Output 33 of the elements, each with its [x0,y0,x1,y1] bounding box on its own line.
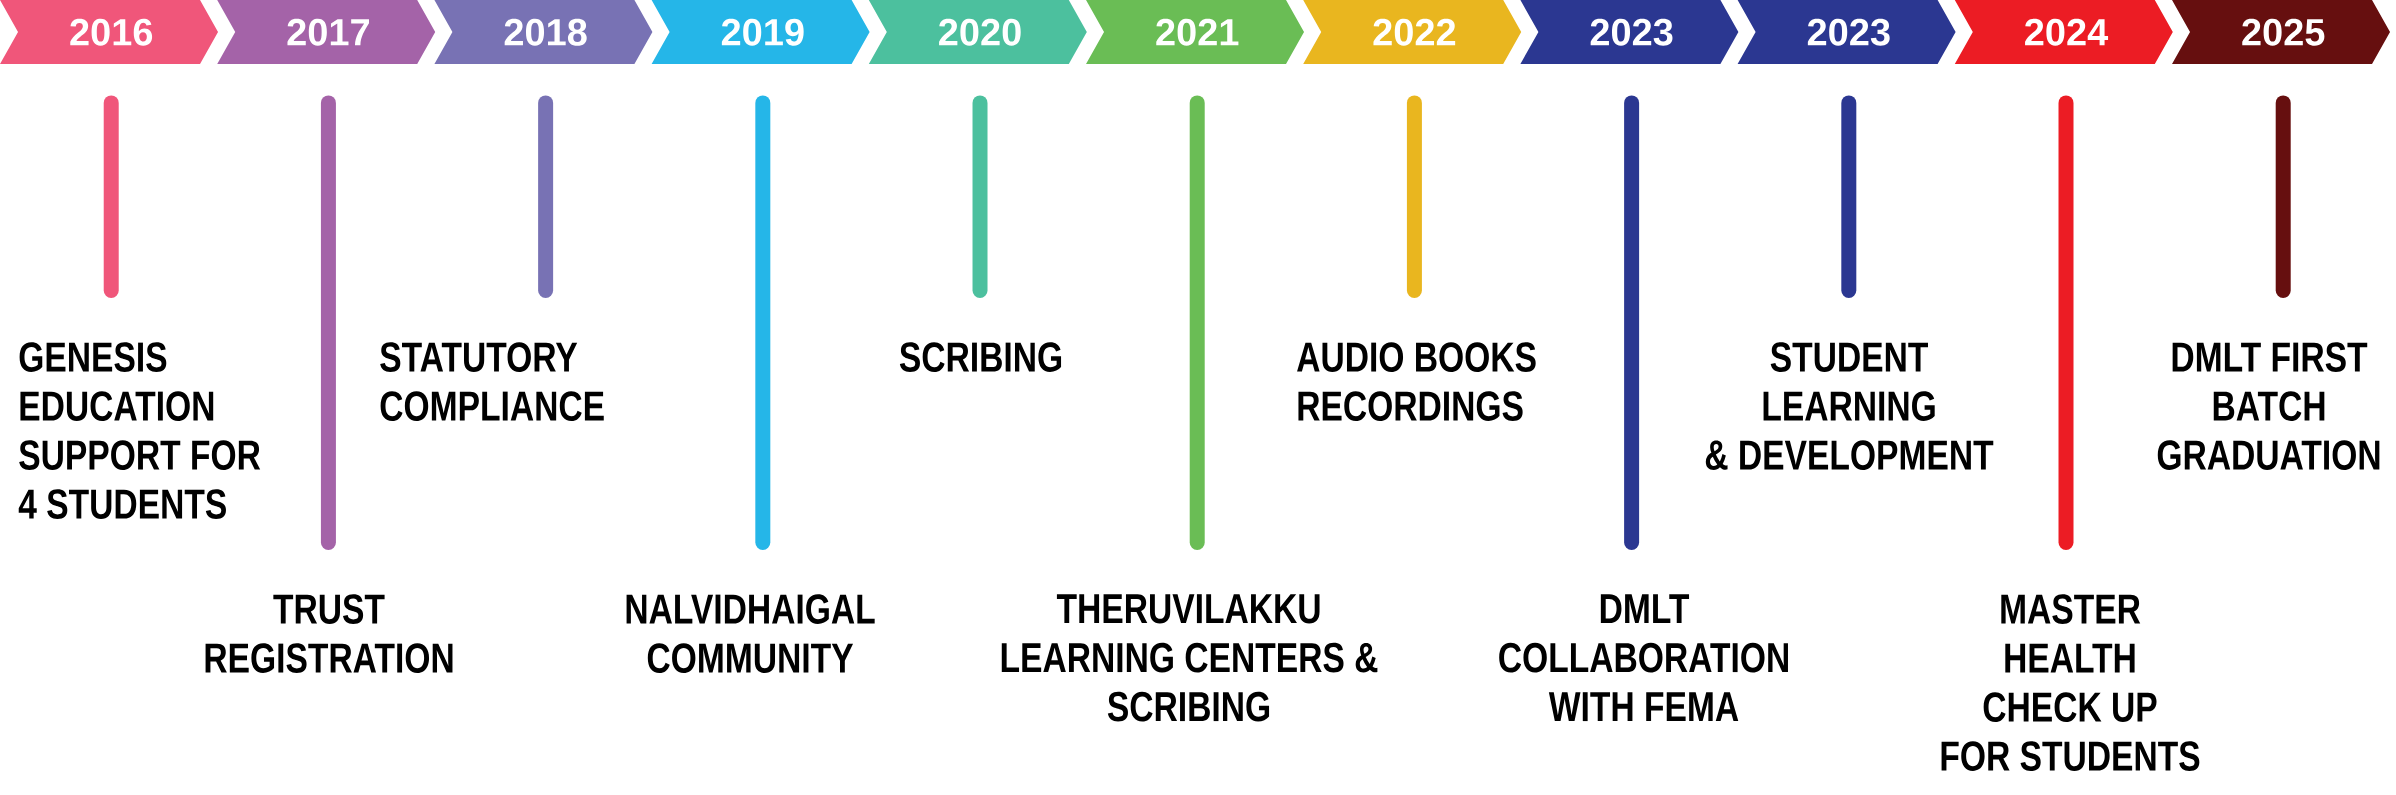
milestone-text: MASTER HEALTH CHECK UP FOR STUDENTS [1941,594,2200,771]
connector-line [2275,95,2291,298]
year-banner: 2023 [1520,0,1739,64]
milestone-text: GENESIS EDUCATION SUPPORT FOR 4 STUDENTS [18,342,261,519]
connector-line [755,95,771,550]
milestone-text: NALVIDHAIGAL COMMUNITY [626,594,875,673]
milestone-text: DMLT FIRST BATCH GRADUATION [2157,342,2380,470]
year-banner: 2020 [868,0,1087,64]
connector-line [2058,95,2074,550]
connector-line [1406,95,1422,298]
milestone-text: STATUTORY COMPLIANCE [380,342,604,421]
year-banner: 2024 [1954,0,2173,64]
year-banner: 2019 [651,0,870,64]
connector-line [972,95,988,298]
year-banner: 2017 [217,0,436,64]
connector-line [1624,95,1640,550]
connector-line [538,95,554,298]
milestone-text: DMLT COLLABORATION WITH FEMA [1499,594,1788,722]
year-banner: 2023 [1737,0,1956,64]
milestone-text: SCRIBING [899,342,1062,372]
milestone-text: TRUST REGISTRATION [205,594,453,673]
connector-line [1189,95,1205,550]
year-banner: 2016 [0,0,218,64]
milestone-text: AUDIO BOOKS RECORDINGS [1297,342,1536,421]
connector-line [103,95,119,298]
connector-line [320,95,336,550]
year-banner: 2018 [434,0,653,64]
year-banner: 2021 [1086,0,1304,64]
year-banner: 2022 [1303,0,1522,64]
milestone-text: THERUVILAKKU LEARNING CENTERS & SCRIBING [1001,594,1378,722]
milestone-text: STUDENT LEARNING & DEVELOPMENT [1705,342,1994,470]
year-banner: 2025 [2172,0,2390,64]
connector-line [1841,95,1857,298]
